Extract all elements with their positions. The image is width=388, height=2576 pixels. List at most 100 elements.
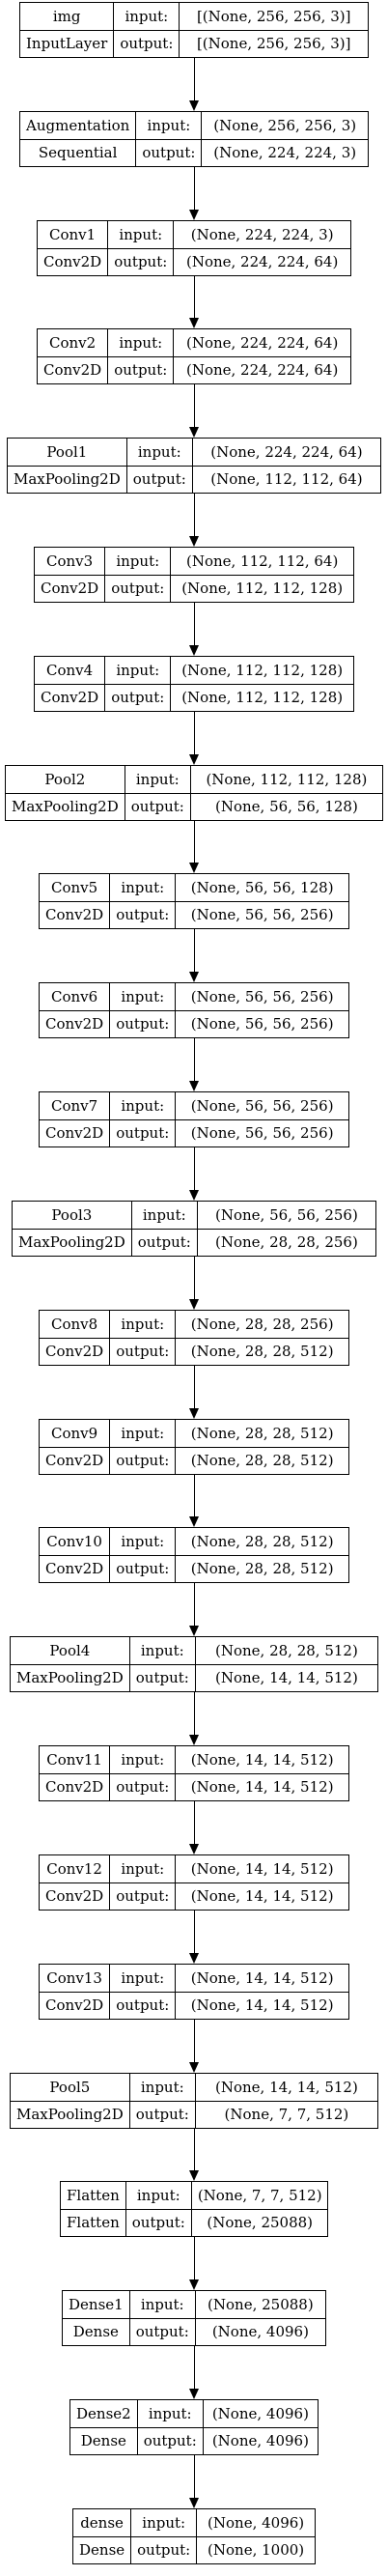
layer-type: Flatten [61, 2208, 125, 2237]
output-label: output: [110, 1009, 176, 1038]
connector-line [194, 929, 195, 972]
input-shape: (None, 112, 112, 128) [206, 770, 368, 788]
output-shape: (None, 56, 56, 128) [190, 792, 382, 821]
input-shape: (None, 14, 14, 512) [215, 2078, 358, 2096]
output-shape: (None, 25088) [191, 2208, 328, 2237]
layer-type: Conv2D [40, 1118, 110, 1147]
layer-name: Conv2 [49, 333, 97, 352]
shape-cell: (None, 112, 112, 64)(None, 112, 112, 128… [171, 548, 353, 602]
io-label-cell: input:output: [125, 766, 191, 820]
output-shape: (None, 28, 28, 256) [197, 1228, 375, 1257]
layer-name: Pool1 [46, 442, 88, 461]
output-shape: (None, 14, 14, 512) [195, 1663, 377, 1692]
output-shape: (None, 224, 224, 64) [174, 355, 350, 384]
arrowhead-icon [189, 972, 199, 982]
arrowhead-icon [189, 1844, 199, 1854]
input-shape: [(None, 256, 256, 3)] [196, 7, 351, 25]
output-label: output: [136, 138, 202, 167]
layer-name: Conv3 [46, 552, 94, 570]
io-label-cell: input:output: [110, 1746, 177, 1800]
layer-name: Conv12 [46, 1859, 102, 1878]
layer-type: Conv2D [40, 1991, 110, 2020]
output-label: output: [110, 1118, 176, 1147]
io-label-cell: input:output: [129, 1637, 196, 1691]
layer-type: Dense [63, 2317, 129, 2346]
input-shape: (None, 56, 56, 128) [190, 878, 334, 896]
connector-line [194, 167, 195, 210]
shape-cell: (None, 224, 224, 64)(None, 112, 112, 64) [192, 439, 380, 493]
layer-name: Conv10 [46, 1532, 102, 1550]
output-shape: (None, 14, 14, 512) [176, 1882, 348, 1911]
input-shape: (None, 224, 224, 64) [185, 333, 339, 352]
shape-cell: (None, 112, 112, 128)(None, 112, 112, 12… [171, 657, 353, 711]
output-shape: (None, 56, 56, 256) [176, 900, 348, 929]
output-shape: (None, 224, 224, 64) [174, 247, 350, 276]
connector-line [194, 1692, 195, 1735]
input-shape: (None, 4096) [208, 2513, 305, 2532]
output-label: output: [110, 1882, 176, 1911]
output-shape: (None, 56, 56, 256) [176, 1009, 348, 1038]
io-label-cell: input:output: [129, 2074, 196, 2128]
io-label-cell: input:output: [110, 1965, 177, 2019]
shape-cell: (None, 56, 56, 128) (None, 56, 56, 256) [176, 874, 348, 928]
output-label: output: [108, 355, 174, 384]
input-shape: (None, 224, 224, 3) [190, 225, 334, 243]
input-label: input: [147, 116, 191, 134]
io-label-cell: input:output: [110, 1311, 177, 1365]
shape-cell: (None, 14, 14, 512)(None, 7, 7, 512) [195, 2074, 377, 2128]
shape-cell: (None, 14, 14, 512)(None, 14, 14, 512) [176, 1855, 348, 1910]
input-label: input: [148, 2404, 192, 2422]
arrowhead-icon [189, 1408, 199, 1419]
output-label: output: [108, 247, 174, 276]
shape-cell: (None, 256, 256, 3)(None, 224, 224, 3) [202, 112, 368, 166]
connector-line [194, 2455, 195, 2498]
shape-cell: (None, 25088)(None, 4096) [195, 2291, 325, 2346]
input-label: input: [121, 1315, 165, 1333]
shape-cell: (None, 224, 224, 64) (None, 224, 224, 64) [174, 329, 350, 383]
layer-name: Flatten [67, 2186, 120, 2204]
io-label-cell: input:output: [131, 2509, 198, 2563]
layer-type: Conv2D [35, 574, 105, 603]
io-label-cell: input:output: [105, 657, 172, 711]
shape-cell: (None, 7, 7, 512)(None, 25088) [191, 2182, 328, 2237]
input-shape: (None, 56, 56, 256) [190, 1096, 334, 1115]
output-shape: [(None, 256, 256, 3)] [180, 29, 368, 58]
connector-line [194, 2237, 195, 2279]
input-label: input: [142, 2513, 186, 2532]
io-label-cell: input:output: [110, 874, 177, 928]
layer-name: Conv8 [51, 1315, 98, 1333]
connector-line [194, 494, 195, 536]
arrowhead-icon [189, 2389, 199, 2399]
output-label: output: [110, 1554, 176, 1583]
layer-type: MaxPooling2D [8, 465, 126, 494]
io-label-cell: input: output: [137, 2400, 204, 2455]
output-shape: (None, 4096) [195, 2317, 325, 2346]
input-label: input: [121, 1750, 165, 1769]
input-shape: (None, 14, 14, 512) [190, 1750, 334, 1769]
output-label: output: [125, 792, 190, 821]
output-label: output: [137, 2426, 203, 2455]
arrowhead-icon [189, 1299, 199, 1310]
output-shape: (None, 14, 14, 512) [176, 1772, 348, 1801]
shape-cell: (None, 28, 28, 256)(None, 28, 28, 512) [176, 1311, 348, 1365]
shape-cell: (None, 112, 112, 128) (None, 56, 56, 128) [190, 766, 382, 821]
input-shape: (None, 4096) [211, 2404, 309, 2422]
shape-cell: (None, 4096)(None, 4096) [203, 2400, 318, 2454]
output-shape: (None, 112, 112, 128) [171, 574, 353, 603]
layer-type: Conv2D [35, 683, 105, 712]
layer-type: Dense [73, 2535, 131, 2564]
